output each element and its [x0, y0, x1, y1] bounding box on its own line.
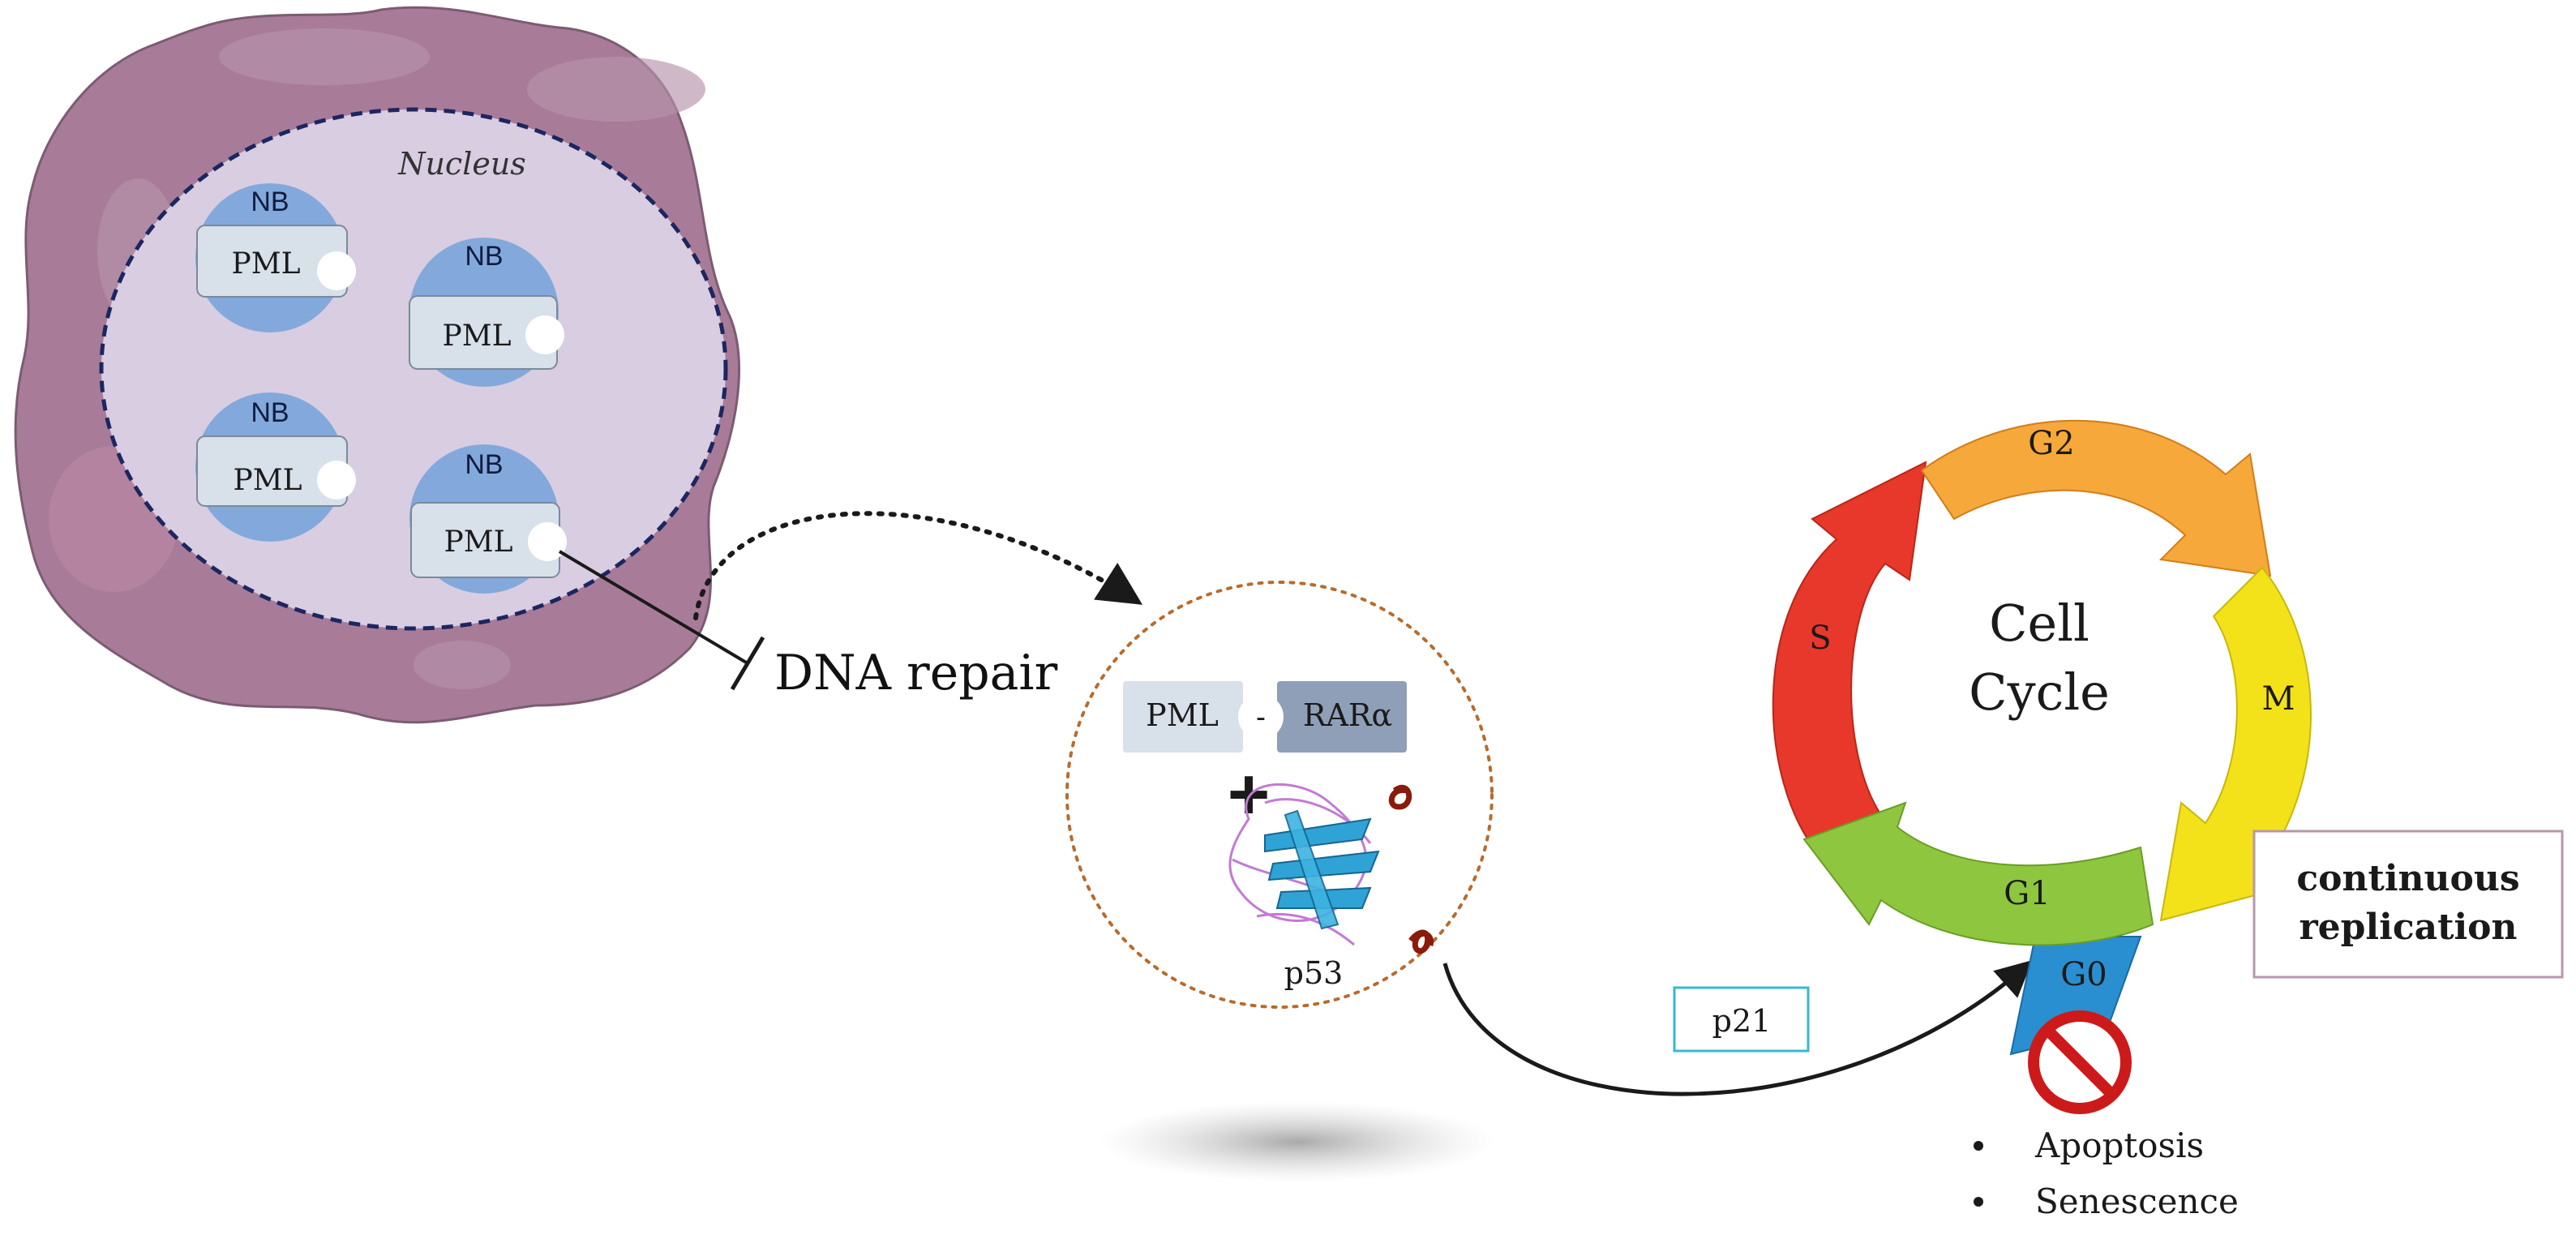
- continuous-replication-line2: replication: [2299, 907, 2517, 948]
- dna-repair-label: DNA repair: [774, 645, 1058, 701]
- nuclear-body: NB PML: [195, 392, 356, 542]
- inhibition-arrow: [558, 550, 765, 691]
- bullet-icon: [1974, 1141, 1983, 1151]
- g0-label: G0: [2060, 956, 2107, 993]
- p21-label: p21: [1712, 1003, 1772, 1039]
- p53-protein-structure: [1228, 783, 1434, 954]
- continuous-replication-box: [2252, 830, 2564, 979]
- cell-cycle: G2 M S G1 G0 Cell Cycle: [1772, 419, 2312, 1114]
- outcome-apoptosis: Apoptosis: [2034, 1126, 2204, 1165]
- s-phase-arrow: [1772, 461, 1927, 853]
- pml-binding-site: [528, 522, 567, 561]
- s-label: S: [1809, 620, 1831, 657]
- nuclear-body: NB PML: [409, 444, 567, 594]
- pml-label: PML: [232, 247, 301, 281]
- nuclear-body: NB PML: [409, 238, 564, 387]
- organelle-vesicle-bottom: [414, 641, 511, 689]
- pml-label: PML: [234, 464, 302, 497]
- outcomes-list: Apoptosis Senescence: [1974, 1126, 2239, 1221]
- fusion-pml-label: PML: [1146, 697, 1219, 733]
- cell: Nucleus NB PML NB PML NB PML NB: [14, 6, 740, 724]
- outcome-senescence: Senescence: [2035, 1181, 2239, 1221]
- pml-block: [1123, 681, 1243, 753]
- nucleus-label: Nucleus: [397, 146, 526, 182]
- nb-label: NB: [465, 241, 503, 272]
- rar-block: [1277, 681, 1407, 753]
- fusion-joint: [1238, 694, 1284, 740]
- g1-label: G1: [2004, 875, 2050, 912]
- nb-label: NB: [465, 449, 503, 480]
- fusion-complex: PML - RARα + p53: [1065, 581, 1494, 1009]
- pml-label: PML: [443, 319, 512, 353]
- fusion-rar-label: RARα: [1303, 697, 1392, 733]
- continuous-replication-line1: continuous: [2296, 858, 2519, 899]
- bullet-icon: [1974, 1197, 1983, 1207]
- p21-arrow: [1442, 960, 2033, 1096]
- g2-label: G2: [2028, 425, 2074, 462]
- fusion-connector: -: [1256, 700, 1266, 733]
- pml-binding-site: [317, 461, 356, 500]
- complex-shadow: [1099, 1101, 1496, 1182]
- pml-binding-site: [317, 251, 356, 290]
- nb-label: NB: [251, 187, 289, 217]
- cell-cycle-title-line2: Cycle: [1969, 663, 2110, 722]
- dotted-arrow: [693, 511, 1143, 620]
- nb-label: NB: [251, 397, 289, 428]
- p53-label: p53: [1284, 955, 1344, 991]
- cell-cycle-title-line1: Cell: [1989, 594, 2090, 653]
- plus-sign: +: [1228, 754, 1271, 835]
- organelle-golgi-right: [527, 57, 705, 122]
- m-label: M: [2262, 680, 2295, 718]
- organelle-golgi-top: [219, 28, 430, 85]
- complex-boundary: [1065, 581, 1494, 1009]
- pml-binding-site: [525, 315, 564, 354]
- prohibition-icon: [2028, 1010, 2132, 1114]
- nuclear-body: NB PML: [195, 183, 356, 332]
- pml-label: PML: [444, 525, 513, 559]
- g1-phase-arrow: [1802, 801, 2154, 946]
- p21-box: [1673, 986, 1810, 1053]
- g2-phase-arrow: [1920, 419, 2272, 577]
